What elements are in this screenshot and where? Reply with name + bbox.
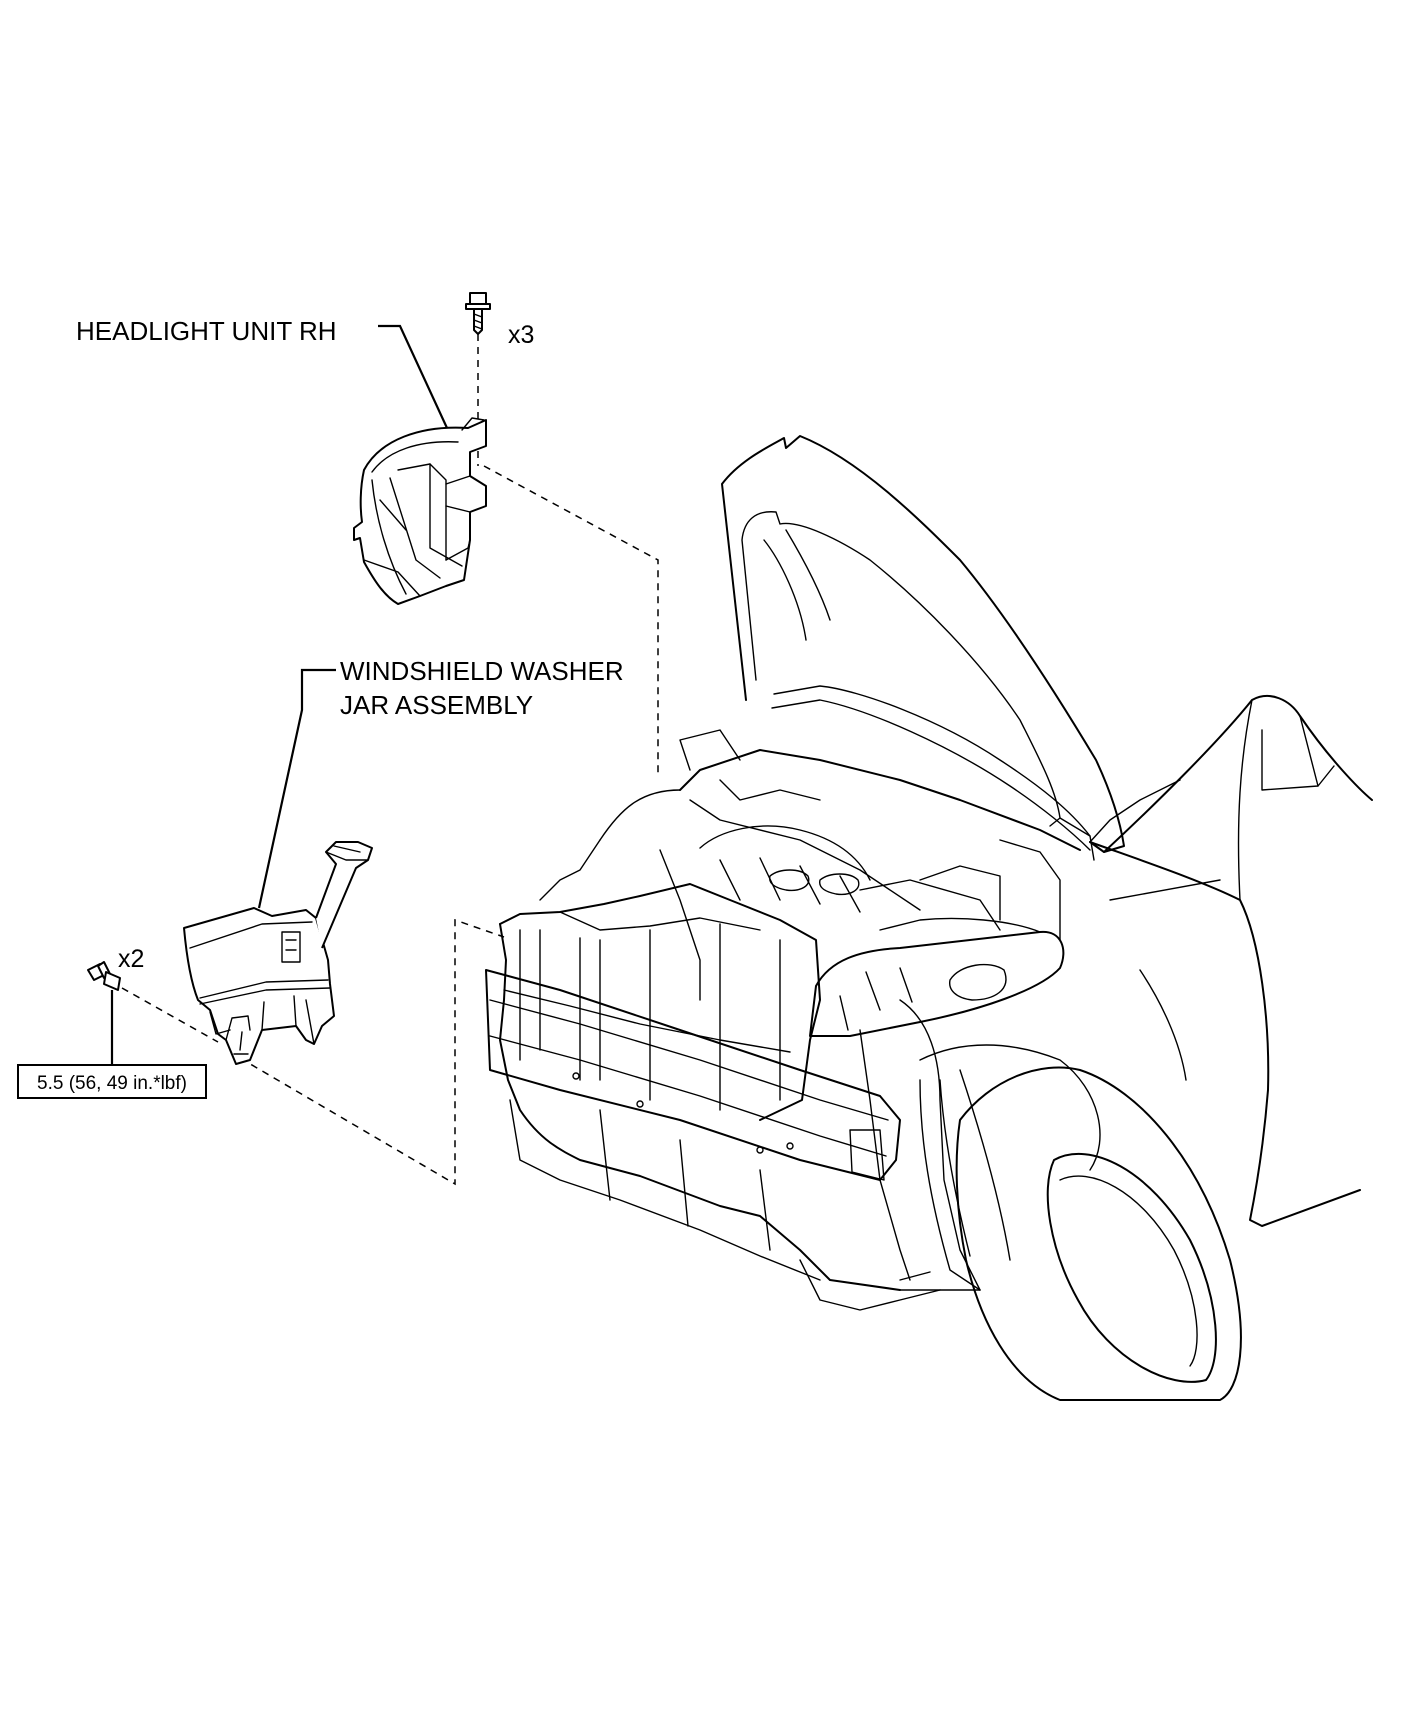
headlight-bolt-icon <box>465 292 491 335</box>
vehicle-front-end <box>485 435 1373 1401</box>
washer-jar <box>183 841 373 1065</box>
washer-jar-label-line2: JAR ASSEMBLY <box>340 690 534 720</box>
headlight-unit-label: HEADLIGHT UNIT RH <box>76 316 337 346</box>
leader-lines <box>110 324 448 1064</box>
headlight-unit <box>353 417 487 605</box>
washer-bolt-qty: x2 <box>118 945 145 973</box>
torque-spec-box: 5.5 (56, 49 in.*lbf) <box>17 1064 207 1099</box>
washer-bolt-icon <box>87 961 121 991</box>
washer-jar-label-line1: WINDSHIELD WASHER <box>340 656 624 686</box>
headlight-bolt-qty: x3 <box>508 321 535 349</box>
